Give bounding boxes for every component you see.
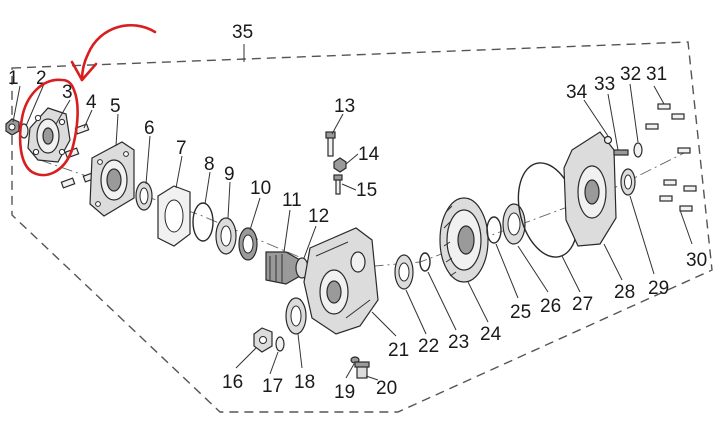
- callout-4: 4: [86, 92, 97, 113]
- leader-lines: [12, 44, 693, 381]
- callout-27: 27: [572, 294, 593, 315]
- part-28-cover: [563, 131, 617, 247]
- red-highlight-annotation: [18, 23, 157, 177]
- part-33-bleeder: [613, 149, 629, 156]
- part-26-bearing: [502, 203, 526, 245]
- red-arrow-stroke: [80, 23, 157, 82]
- callout-24: 24: [480, 324, 502, 345]
- part-3-hub-flange: [27, 107, 71, 163]
- part-1-nut: [5, 118, 20, 136]
- callout-16: 16: [222, 372, 243, 393]
- callout-32: 32: [620, 64, 641, 85]
- red-circle-outline: [18, 78, 79, 177]
- part-14-nut: [333, 157, 347, 173]
- part-29-seal: [620, 168, 636, 196]
- callout-12: 12: [308, 206, 329, 227]
- callout-3: 3: [62, 82, 73, 103]
- part-7-gasket: [157, 185, 191, 247]
- part-32-washer: [633, 142, 643, 158]
- part-21-gearbox-housing: [303, 227, 379, 335]
- callout-25: 25: [510, 302, 531, 323]
- callout-21: 21: [388, 340, 409, 361]
- part-15-bolt: [333, 174, 343, 195]
- part-16-flange-nut: [253, 327, 273, 353]
- callout-2: 2: [36, 68, 47, 89]
- callout-7: 7: [176, 138, 187, 159]
- callout-35: 35: [232, 22, 253, 43]
- part-17-washer: [275, 336, 285, 352]
- callout-1: 1: [8, 68, 19, 89]
- callout-5: 5: [110, 96, 121, 117]
- part-30-bolts: [659, 179, 697, 212]
- callout-17: 17: [262, 376, 283, 397]
- callout-18: 18: [294, 372, 315, 393]
- part-25-shim: [486, 216, 502, 244]
- callout-8: 8: [204, 154, 215, 175]
- part-11-pinion-shaft: [265, 251, 301, 285]
- callout-20: 20: [376, 378, 397, 399]
- callout-11: 11: [282, 190, 302, 211]
- callout-13: 13: [334, 96, 355, 117]
- part-6-oil-seal: [135, 181, 153, 211]
- part-23-circlip: [419, 252, 431, 272]
- part-34-cap: [603, 135, 613, 145]
- assembly-boundary-35: [11, 41, 713, 413]
- callout-30: 30: [686, 250, 707, 271]
- callout-labels: 1 2 3 4 5 6 7 8 9 10 11 12 13 14 15 16 1…: [8, 22, 707, 403]
- part-13-bolt: [325, 131, 336, 157]
- red-arrowhead: [70, 60, 98, 82]
- callout-19: 19: [334, 382, 355, 403]
- callout-28: 28: [614, 282, 635, 303]
- part-9-bearing: [215, 217, 237, 255]
- part-22-oil-seal: [394, 254, 414, 290]
- part-24-ring-gear: [439, 197, 489, 283]
- part-20-drain-plug: [354, 361, 370, 379]
- callout-6: 6: [144, 118, 155, 139]
- callout-10: 10: [250, 178, 271, 199]
- callout-33: 33: [594, 74, 615, 95]
- callout-22: 22: [418, 336, 439, 357]
- callout-23: 23: [448, 332, 469, 353]
- part-18-bearing: [285, 297, 307, 335]
- callout-26: 26: [540, 296, 561, 317]
- part-10-seal: [238, 227, 258, 261]
- part-8-o-ring: [192, 202, 214, 242]
- part-5-bearing-housing: [89, 141, 135, 217]
- callout-9: 9: [224, 164, 235, 185]
- callout-15: 15: [356, 180, 377, 201]
- part-31-bolts: [645, 103, 691, 154]
- callout-34: 34: [566, 82, 588, 103]
- callout-31: 31: [646, 64, 667, 85]
- callout-14: 14: [358, 144, 380, 165]
- callout-29: 29: [648, 278, 669, 299]
